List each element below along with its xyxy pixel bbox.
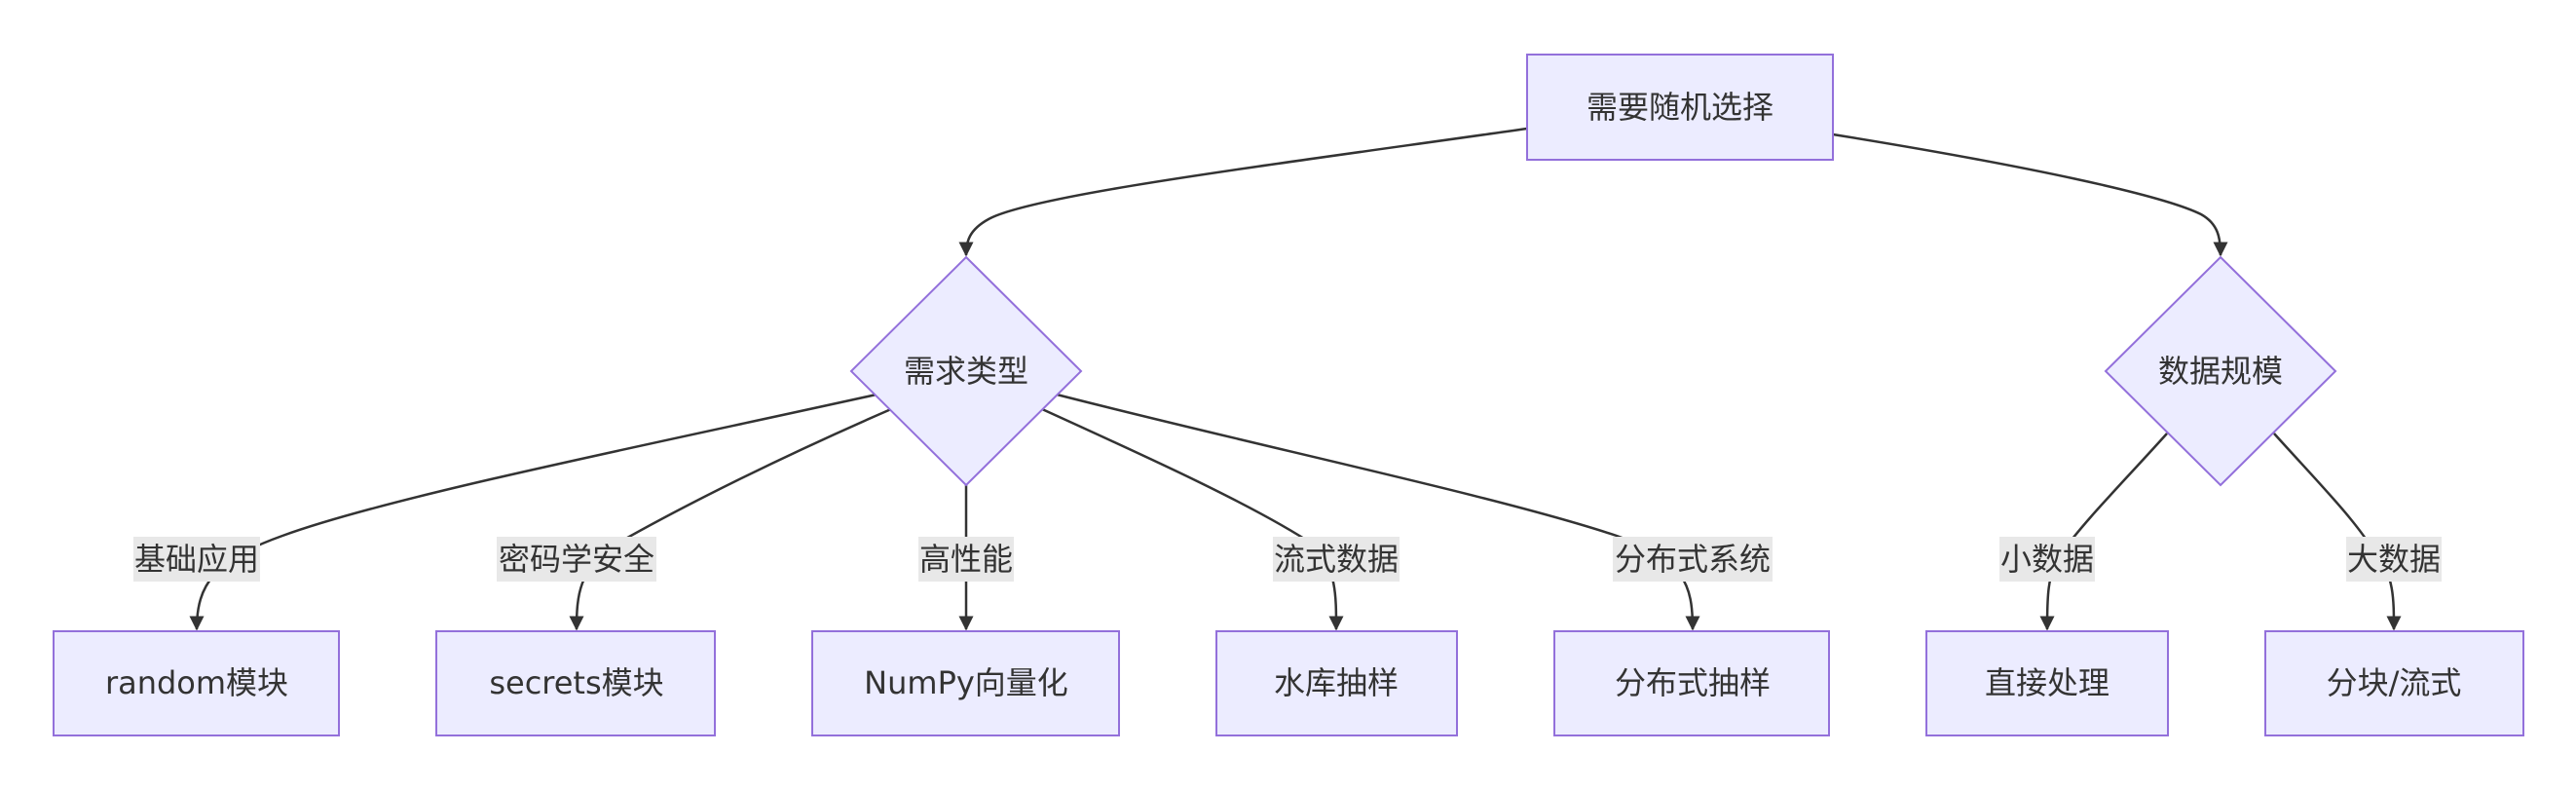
nodes: 需要随机选择 需求类型 数据规模 random模块 secrets模块 NumP… [53, 54, 2524, 736]
node-numpy-box [811, 630, 1120, 736]
node-distributed-box [1553, 630, 1830, 736]
node-direct-box [1925, 630, 2169, 736]
edge-need-to-secrets [569, 407, 892, 631]
node-secrets-module-box [435, 630, 716, 736]
node-data-scale-label: 数据规模 [2158, 353, 2283, 390]
edge-root-to-data-scale [1832, 132, 2228, 257]
node-data-scale-diamond [2104, 255, 2337, 487]
node-root-label: 需要随机选择 [1587, 89, 1773, 126]
node-distributed-label: 分布式抽样 [1615, 664, 1771, 701]
edges [189, 127, 2402, 631]
node-random-module-label: random模块 [105, 664, 288, 701]
node-reservoir-label: 水库抽样 [1274, 664, 1399, 701]
edge-label-streaming-data: 流式数据 [1274, 541, 1399, 578]
edge-labels: 基础应用 密码学安全 高性能 流式数据 分布式系统 小数据 大数据 [133, 537, 2442, 582]
edge-scale-to-direct [2039, 433, 2168, 631]
node-reservoir-box [1215, 630, 1458, 736]
edge-need-to-distributed [1056, 393, 1700, 631]
node-chunked-box [2264, 630, 2524, 736]
node-root-box [1526, 54, 1834, 161]
edge-label-high-performance: 高性能 [919, 541, 1013, 578]
node-need-type-label: 需求类型 [904, 353, 1028, 390]
node-random-module-box [53, 630, 340, 736]
edge-need-to-random [189, 393, 877, 631]
edge-label-big-data: 大数据 [2347, 541, 2441, 578]
edge-scale-to-chunked [2273, 433, 2402, 631]
node-need-type-diamond [849, 255, 1083, 487]
edge-label-distributed-system: 分布式系统 [1615, 541, 1771, 578]
node-chunked-label: 分块/流式 [2327, 664, 2462, 701]
edge-label-basic-use: 基础应用 [134, 541, 259, 578]
node-direct-label: 直接处理 [1985, 664, 2109, 701]
edge-need-to-reservoir [1041, 407, 1344, 631]
node-secrets-module-label: secrets模块 [489, 664, 663, 701]
edge-root-to-need-type [958, 127, 1528, 257]
edge-label-crypto-security: 密码学安全 [499, 541, 654, 578]
node-numpy-label: NumPy向量化 [864, 664, 1068, 701]
edge-label-small-data: 小数据 [2000, 541, 2094, 578]
